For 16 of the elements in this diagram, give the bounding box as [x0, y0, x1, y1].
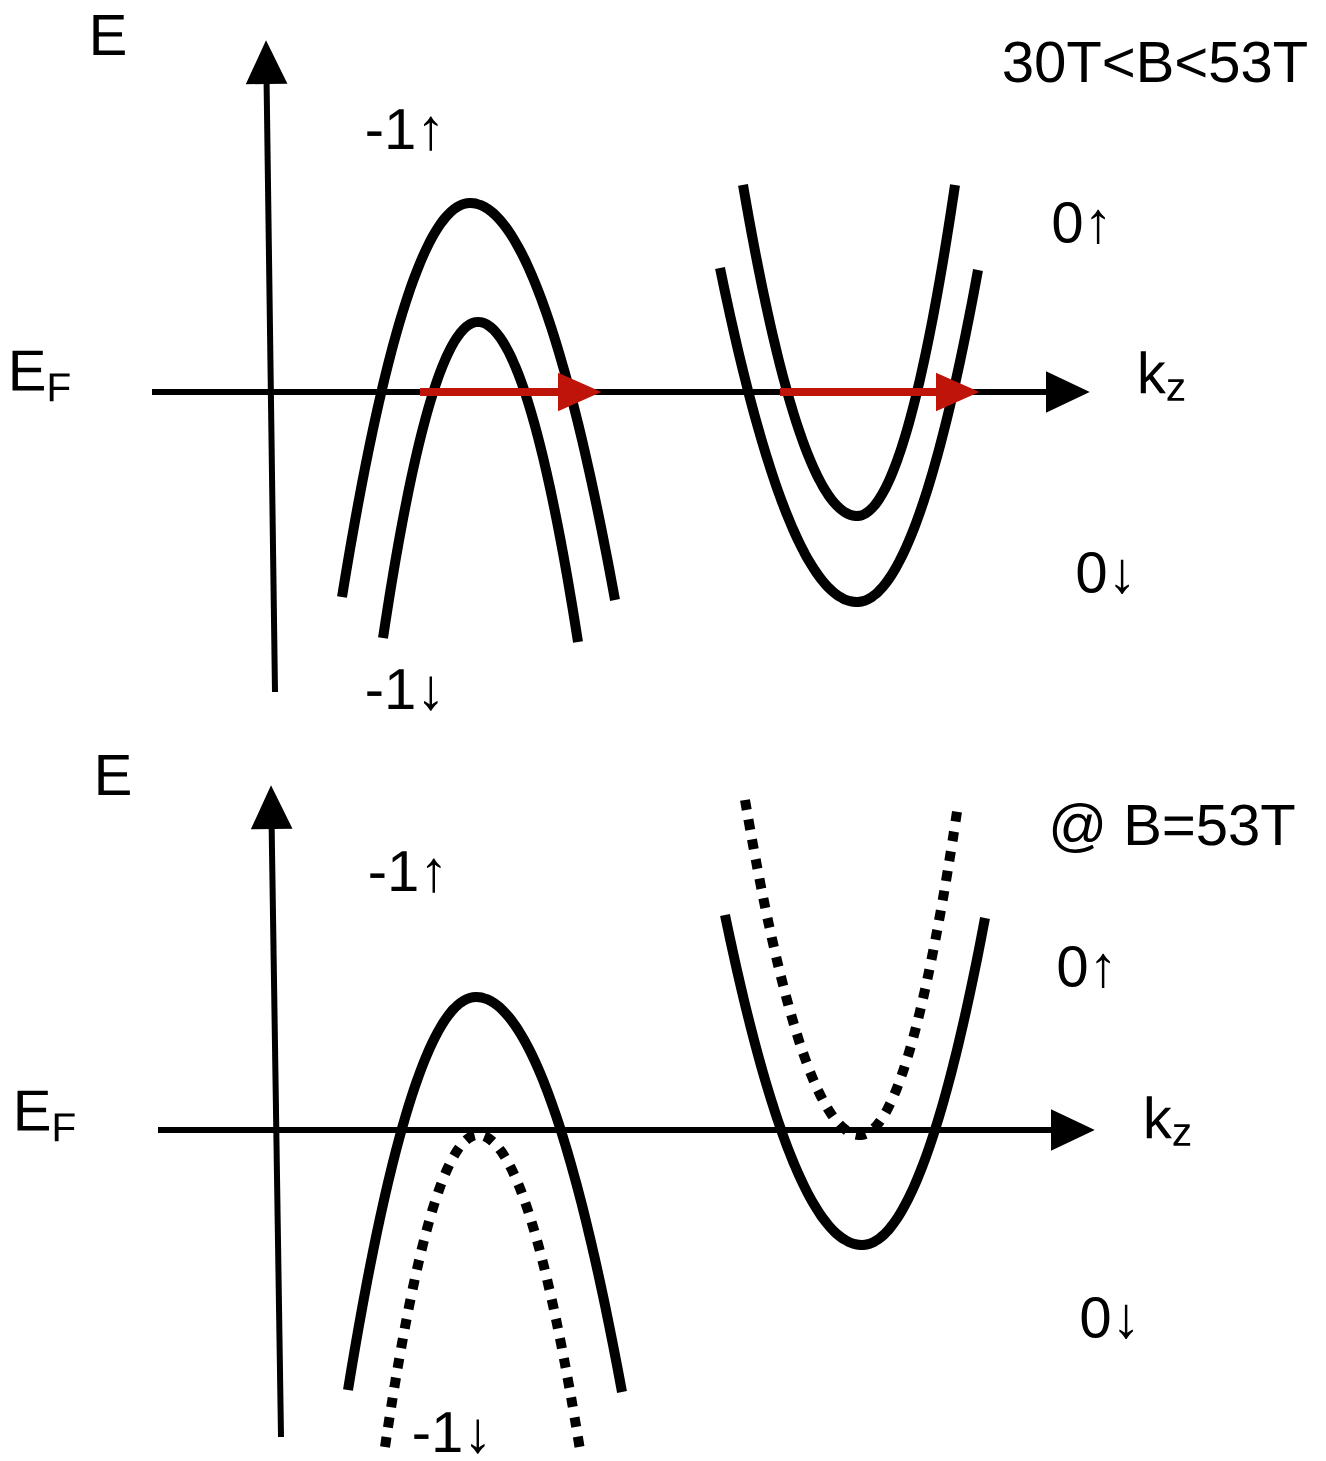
axis-label: E: [93, 15, 125, 55]
band-label: -1↓: [414, 1412, 485, 1454]
band-label: 0↑: [1053, 201, 1105, 245]
band-label: 0↑: [1058, 945, 1110, 989]
band-label: 0↓: [1077, 551, 1129, 595]
band-label: 0↓: [1081, 1296, 1133, 1340]
axis-label: k$_{z}$: [1140, 351, 1185, 401]
band-label: -1↑: [367, 109, 438, 151]
band-label: -1↑: [370, 851, 441, 893]
field-label: @ B=53T: [1052, 802, 1295, 854]
band-label: -1↓: [367, 669, 438, 711]
field-label: 30T<B<53T: [1004, 41, 1307, 83]
axis-label: E: [98, 755, 130, 795]
axis-label: k$_{z}$: [1146, 1096, 1191, 1146]
axis-label: E$_{F}$: [12, 350, 70, 402]
axis-label: E$_{F}$: [17, 1090, 75, 1142]
